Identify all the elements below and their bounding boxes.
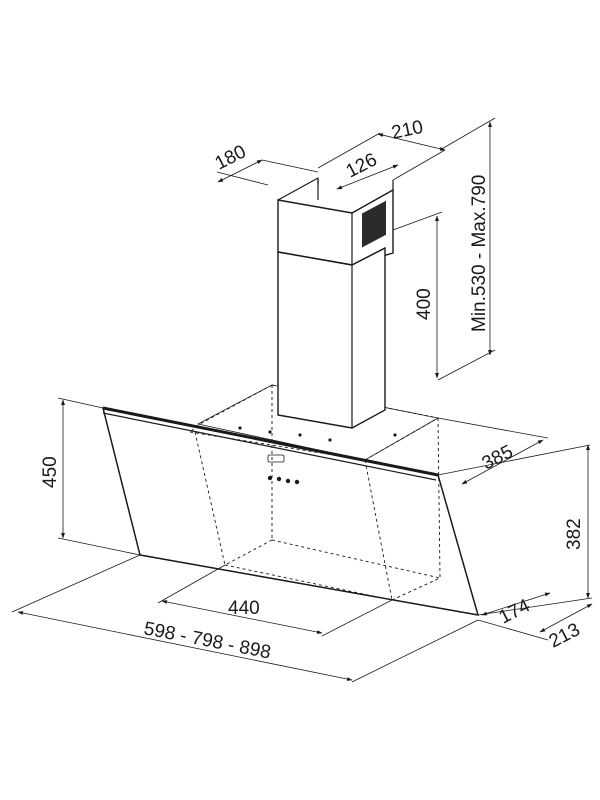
mounting-points	[238, 426, 397, 442]
control-button	[294, 479, 300, 485]
control-button	[267, 475, 273, 481]
dim-overall-depth: 213	[546, 619, 584, 652]
dim-total-width: 598 - 798 - 898	[142, 618, 273, 663]
control-button	[285, 478, 291, 484]
vent-grille	[362, 200, 386, 248]
dim-chimney-height-range: Min.530 - Max.790	[469, 175, 490, 332]
control-panel	[267, 454, 300, 485]
dim-chimney-inner-height: 400	[414, 288, 435, 320]
dim-glass-height: 450	[40, 456, 61, 488]
dimension-lines	[11, 117, 593, 683]
dim-inner-width: 440	[228, 598, 260, 619]
control-button	[276, 476, 282, 482]
display-window	[267, 454, 285, 463]
glass-canopy	[102, 406, 479, 616]
dim-chimney-width: 210	[390, 117, 425, 144]
dim-outlet-width: 126	[343, 149, 381, 182]
dim-top-depth: 385	[479, 441, 517, 474]
dim-side-height: 382	[564, 518, 585, 550]
chimney	[277, 177, 394, 429]
